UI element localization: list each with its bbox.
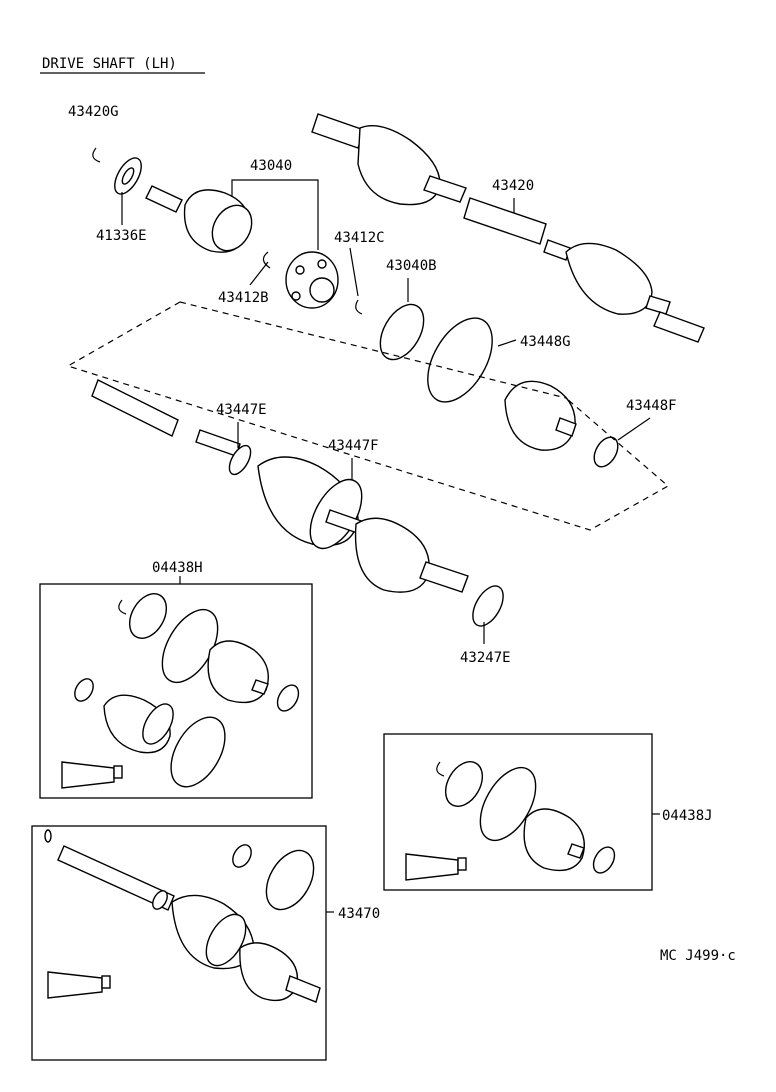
leader-43412C <box>349 247 359 297</box>
leader-43040 <box>231 179 319 250</box>
main-drive-shaft: 43447E 43447F <box>91 379 469 593</box>
boot-clamp-43448G <box>427 317 493 403</box>
label-41336E: 41336E <box>96 228 147 244</box>
label-43247E: 43247E <box>460 650 511 666</box>
label-43040: 43040 <box>250 158 292 174</box>
snap-ring-43412B <box>262 251 271 269</box>
leader-43448F <box>617 417 651 441</box>
label-43040B: 43040B <box>386 258 437 274</box>
label-43470: 43470 <box>338 906 380 922</box>
inner-race-part <box>285 251 339 309</box>
shaft-kit-43470-box <box>31 825 327 1061</box>
boot-kit-04438H-parts <box>61 593 300 789</box>
leader-43448G <box>497 339 517 347</box>
boot-clamp-43040B <box>379 303 425 361</box>
label-43448F: 43448F <box>626 398 677 414</box>
label-43447E: 43447E <box>216 402 267 418</box>
complete-shaft-assembly: 43420 <box>311 113 705 343</box>
label-43448G: 43448G <box>520 334 571 350</box>
label-43412C: 43412C <box>334 230 385 246</box>
label-43447F: 43447F <box>328 438 379 454</box>
boot-kit-04438J-parts <box>405 761 616 881</box>
figure-code: MC J499·c <box>660 948 736 964</box>
label-43420: 43420 <box>492 178 534 194</box>
label-04438J: 04438J <box>662 808 713 824</box>
label-04438H: 04438H <box>152 560 203 576</box>
leader-43412B <box>249 261 269 286</box>
outer-joint-part <box>145 185 253 253</box>
boot-clamp-43448F <box>593 436 619 468</box>
snap-ring-43412C <box>355 299 363 315</box>
boot-kit-04438H-box <box>39 583 313 799</box>
label-43420G: 43420G <box>68 104 119 120</box>
shaft-kit-43470-parts <box>44 829 321 1003</box>
assembly-dashed-frame <box>66 301 670 531</box>
label-43412B: 43412B <box>218 290 269 306</box>
inner-boot-part <box>504 380 577 451</box>
boot-kit-04438J-box <box>383 733 653 891</box>
ring-43247E <box>472 585 504 627</box>
snap-ring-part <box>92 147 101 163</box>
diagram-title: DRIVE SHAFT (LH) <box>42 56 177 72</box>
